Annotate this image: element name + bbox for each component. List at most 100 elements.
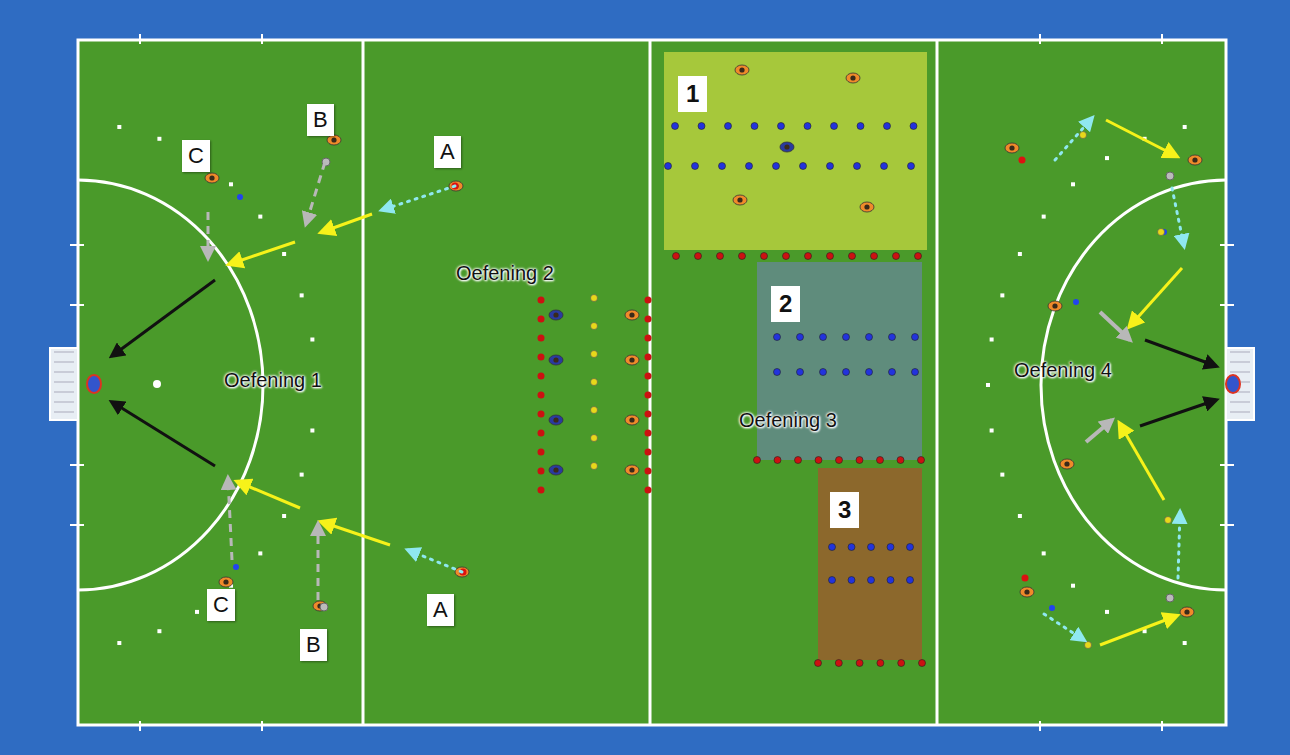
dotted-circle	[195, 610, 199, 614]
drill-title: Oefening 3	[739, 409, 837, 432]
player	[1005, 143, 1019, 153]
cone	[538, 316, 545, 323]
ball	[1166, 172, 1174, 180]
cone	[746, 163, 753, 170]
players	[87, 65, 1240, 649]
player-head	[739, 67, 744, 72]
cone	[1022, 575, 1029, 582]
drill-zone: 1	[664, 52, 927, 250]
dotted-circle	[282, 252, 286, 256]
dotted-circle	[1105, 610, 1109, 614]
cone	[915, 253, 922, 260]
ball	[591, 435, 598, 442]
ball	[1165, 517, 1172, 524]
cone	[820, 334, 827, 341]
player-head	[850, 75, 855, 80]
player-head	[553, 417, 558, 422]
player-label: C	[182, 140, 210, 172]
zone-fill	[818, 468, 922, 660]
cone	[645, 392, 652, 399]
cone	[645, 487, 652, 494]
player	[780, 142, 794, 152]
cone	[795, 457, 802, 464]
dotted-circle	[258, 215, 262, 219]
goal	[50, 348, 78, 420]
dotted-circle	[1000, 293, 1004, 297]
cone	[910, 123, 917, 130]
dotted-circle	[1071, 182, 1075, 186]
dotted-circle	[282, 514, 286, 518]
cone	[754, 457, 761, 464]
cone	[692, 163, 699, 170]
player-head	[553, 467, 558, 472]
cone	[857, 123, 864, 130]
player-head	[737, 197, 742, 202]
drill-arrows	[112, 118, 1216, 645]
cone	[761, 253, 768, 260]
player	[733, 195, 747, 205]
cone	[538, 392, 545, 399]
cone	[778, 123, 785, 130]
ball	[591, 379, 598, 386]
player	[549, 310, 563, 320]
drill-title: Oefening 4	[1014, 359, 1112, 382]
cone	[877, 457, 884, 464]
cone	[773, 163, 780, 170]
cone	[849, 253, 856, 260]
player-letter: C	[207, 589, 235, 621]
zone-number: 3	[830, 492, 859, 528]
player	[219, 577, 233, 587]
cone	[889, 334, 896, 341]
cone	[538, 335, 545, 342]
player-letter: C	[182, 140, 210, 172]
dotted-circle	[1183, 641, 1187, 645]
cone	[797, 334, 804, 341]
cone	[805, 253, 812, 260]
ball	[591, 351, 598, 358]
cone	[538, 297, 545, 304]
cone	[645, 373, 652, 380]
cone	[538, 411, 545, 418]
quarter-line	[936, 40, 939, 725]
cone	[887, 544, 894, 551]
ball	[1085, 642, 1092, 649]
player-head	[784, 144, 789, 149]
ball	[1049, 605, 1055, 611]
ball	[1166, 594, 1174, 602]
cone	[898, 660, 905, 667]
cone	[645, 316, 652, 323]
player-letter: B	[300, 629, 327, 661]
cone	[856, 660, 863, 667]
dotted-circle	[1183, 125, 1187, 129]
cone	[919, 660, 926, 667]
player-label: A	[434, 136, 461, 168]
dotted-circle	[229, 182, 233, 186]
player	[549, 415, 563, 425]
ball	[1165, 517, 1171, 523]
player-head	[1192, 157, 1197, 162]
dotted-circle	[1071, 584, 1075, 588]
cone	[897, 457, 904, 464]
cone	[887, 577, 894, 584]
cone	[538, 430, 545, 437]
dotted-circle	[157, 629, 161, 633]
cone	[645, 297, 652, 304]
cone	[912, 334, 919, 341]
cone	[1019, 157, 1026, 164]
cone	[848, 544, 855, 551]
cone	[815, 457, 822, 464]
cone	[645, 411, 652, 418]
pitch	[78, 40, 1226, 725]
cone	[884, 123, 891, 130]
cone	[538, 449, 545, 456]
cone	[751, 123, 758, 130]
dotted-circle	[300, 293, 304, 297]
dotted-circle	[1105, 156, 1109, 160]
dotted-circle	[1018, 514, 1022, 518]
player	[1020, 587, 1034, 597]
cone	[835, 660, 842, 667]
shooting-circle	[1041, 180, 1226, 590]
ball	[320, 603, 328, 611]
cone	[866, 334, 873, 341]
cone	[868, 544, 875, 551]
